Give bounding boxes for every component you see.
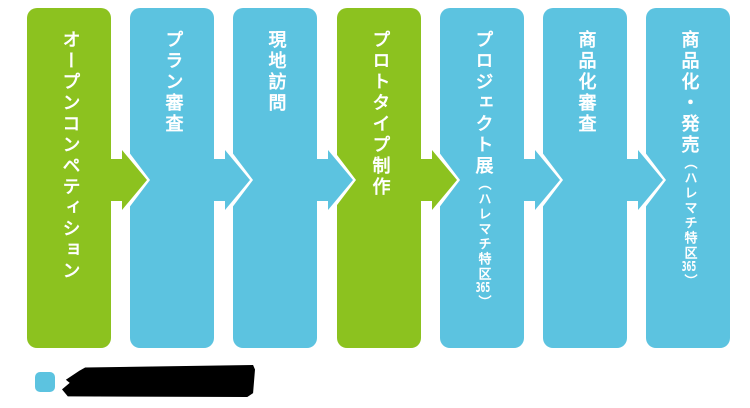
flow-arrow: [315, 147, 356, 213]
step-label: オープンコンペティション: [59, 30, 81, 282]
flow-arrow: [419, 147, 460, 213]
step-label: プラン審査: [162, 30, 184, 135]
step-sublabel-number: 365: [475, 282, 491, 295]
step-sublabel-number: 365: [681, 261, 697, 274]
step-label: プロトタイプ制作: [369, 30, 391, 198]
flow-arrow: [625, 147, 666, 213]
flow-arrow: [212, 147, 253, 213]
step-label: 商品化審査: [575, 30, 597, 135]
flow-arrow: [109, 147, 150, 213]
step-label: 商品化・発売: [678, 30, 700, 156]
step-open-competition: オープンコンペティション: [27, 8, 111, 348]
step-sublabel: （ハレマチ特区365）: [681, 156, 697, 289]
legend-label-redacted: [62, 365, 255, 397]
legend-swatch: [35, 372, 55, 392]
step-sublabel: （ハレマチ特区365）: [475, 177, 491, 310]
step-label: プロジェクト展: [472, 30, 494, 177]
step-label: 現地訪問: [265, 30, 287, 114]
flow-arrow: [522, 147, 563, 213]
